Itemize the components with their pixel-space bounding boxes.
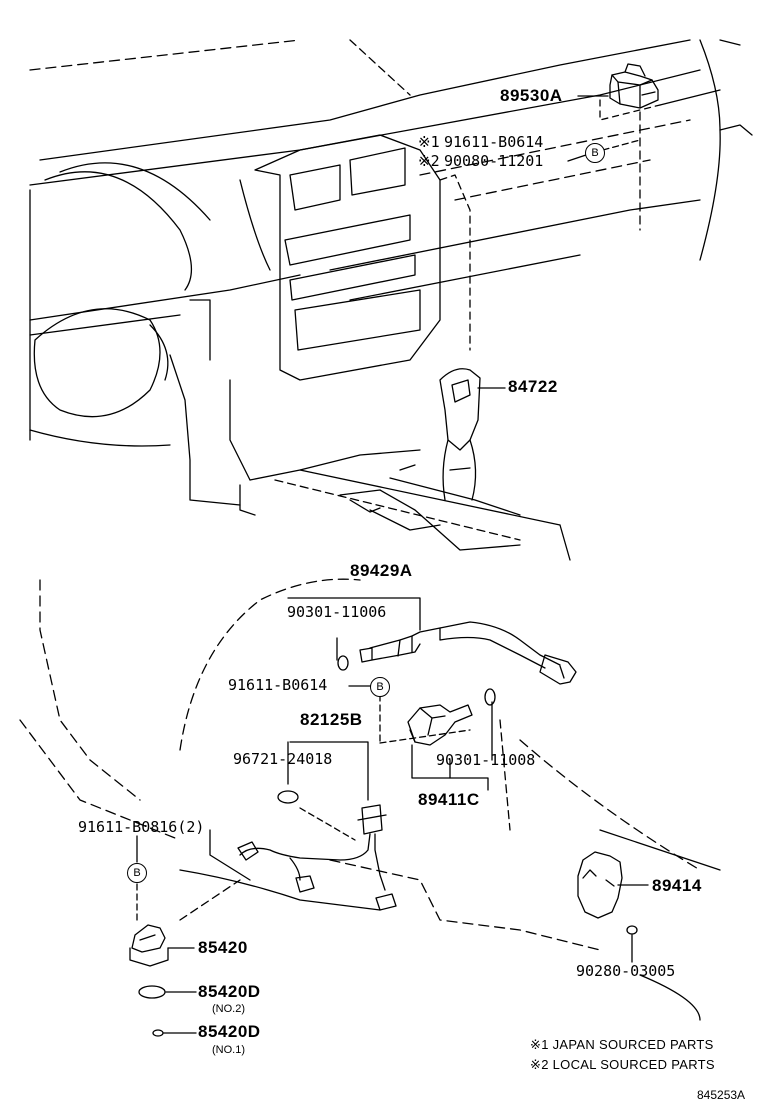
- part-label-85420D-no1: 85420D: [198, 1022, 261, 1041]
- sensor-89411C: [407, 701, 493, 791]
- part-label-91611-B0614-top: 91611-B0614: [444, 133, 544, 151]
- note-mark-1: ※1: [418, 133, 440, 151]
- part-label-85420D-no2: 85420D: [198, 982, 261, 1001]
- gasket-85420D-no1: [152, 1029, 164, 1037]
- badge-b-top: B: [585, 143, 605, 163]
- note-no1: (NO.1): [212, 1044, 245, 1056]
- part-label-90080-11201: 90080-11201: [444, 152, 544, 170]
- floor-outline: [19, 578, 721, 1021]
- part-label-82125B: 82125B: [300, 710, 363, 729]
- badge-b-mid: B: [370, 677, 390, 697]
- legend-local-sourced: ※2 LOCAL SOURCED PARTS: [530, 1057, 715, 1072]
- sensor-85420: [129, 924, 195, 967]
- dashboard-outline: [29, 39, 753, 506]
- sensor-89414: [577, 851, 649, 919]
- legend-japan-sourced: ※1 JAPAN SOURCED PARTS: [530, 1037, 714, 1052]
- diagram-reference-number: 845253A: [697, 1088, 746, 1102]
- cable-sensor-89429A: [287, 597, 577, 685]
- part-label-90301-11006: 90301-11006: [287, 603, 387, 621]
- part-label-96721-24018: 96721-24018: [233, 750, 333, 768]
- bolt-90280-03005: [626, 925, 638, 935]
- badge-b-lower: B: [127, 863, 147, 883]
- switch-89530A: [577, 63, 659, 231]
- washer-90301-11008: [484, 688, 496, 706]
- part-label-85420: 85420: [198, 938, 248, 957]
- part-label-91611-B0614-mid: 91611-B0614: [228, 676, 328, 694]
- part-label-84722: 84722: [508, 377, 558, 396]
- wire-harness-82125B: [179, 741, 397, 921]
- part-label-91611-B0816: 91611-B0816(2): [78, 818, 205, 836]
- washer-90301-11006: [337, 655, 349, 671]
- part-label-89414: 89414: [652, 876, 702, 895]
- part-label-89429A: 89429A: [350, 561, 413, 580]
- part-label-89411C: 89411C: [418, 790, 480, 809]
- note-mark-2: ※2: [418, 152, 440, 170]
- part-label-90301-11008: 90301-11008: [436, 751, 536, 769]
- shift-lever-84722: [239, 368, 571, 561]
- clip-96721-24018: [277, 790, 299, 804]
- part-label-89530A: 89530A: [500, 86, 563, 105]
- gasket-85420D-no2: [138, 985, 166, 999]
- part-label-90280-03005: 90280-03005: [576, 962, 676, 980]
- note-no2: (NO.2): [212, 1003, 245, 1015]
